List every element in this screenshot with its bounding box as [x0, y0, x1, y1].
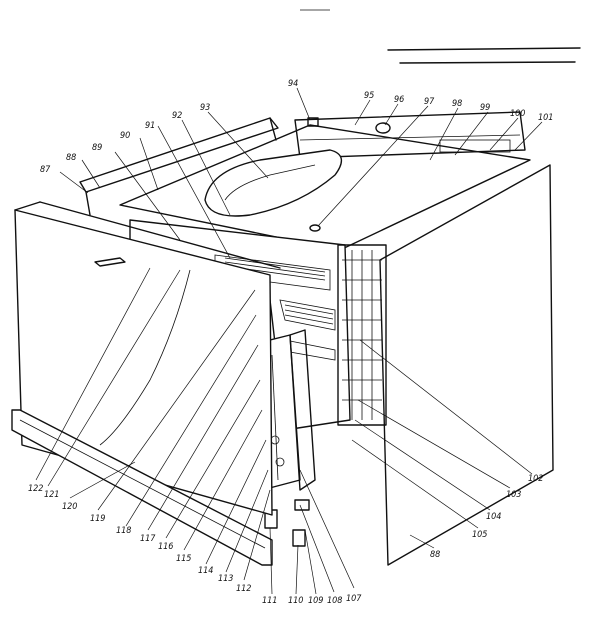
- callout-89: 89: [92, 143, 102, 153]
- callout-102: 102: [528, 474, 543, 484]
- callout-97: 97: [424, 97, 435, 107]
- leader-lines: [35, 87, 543, 595]
- insulation-hatching: [342, 250, 382, 420]
- hinge-94: [307, 117, 319, 127]
- callout-108: 108: [327, 596, 342, 606]
- callout-120: 120: [62, 502, 77, 512]
- switch-109: [292, 529, 306, 547]
- oven-door: [14, 201, 281, 516]
- callout-96: 96: [394, 95, 404, 105]
- door-handle: [94, 257, 126, 267]
- callout-115: 115: [176, 554, 191, 564]
- callout-94: 94: [288, 79, 298, 89]
- clip-107: [294, 499, 310, 511]
- callout-110: 110: [288, 596, 303, 606]
- callout-118: 118: [116, 526, 131, 536]
- callout-112: 112: [236, 584, 251, 594]
- callout-91: 91: [145, 121, 155, 131]
- callout-103: 103: [506, 490, 521, 500]
- right-side-panel: [379, 164, 554, 566]
- callout-101: 101: [538, 113, 553, 123]
- callout-100: 100: [510, 109, 525, 119]
- callout-121: 121: [44, 490, 59, 500]
- callout-labels: 87 88 89 90 91 92 93 94 95 96 97 98 99 1…: [28, 79, 553, 606]
- callout-111: 111: [262, 596, 277, 606]
- callout-107: 107: [346, 594, 362, 604]
- callout-99: 99: [480, 103, 490, 113]
- left-rail: [79, 117, 279, 216]
- callout-87: 87: [40, 165, 51, 175]
- header-rules: [300, 9, 581, 64]
- callout-113: 113: [218, 574, 233, 584]
- callout-114: 114: [198, 566, 213, 576]
- cabinet-top: [119, 111, 531, 251]
- fastener-98: [309, 224, 321, 232]
- callout-92: 92: [172, 111, 182, 121]
- callout-93: 93: [200, 103, 210, 113]
- callout-88-top: 88: [66, 153, 76, 163]
- callout-105: 105: [472, 530, 487, 540]
- callout-88-side: 88: [430, 550, 440, 560]
- callout-98: 98: [452, 99, 462, 109]
- callout-95: 95: [364, 91, 374, 101]
- callout-116: 116: [158, 542, 173, 552]
- callout-104: 104: [486, 512, 501, 522]
- bracket-96: [375, 122, 391, 134]
- callout-90: 90: [120, 131, 130, 141]
- callout-119: 119: [90, 514, 105, 524]
- callout-122: 122: [28, 484, 43, 494]
- callout-117: 117: [140, 534, 156, 544]
- callout-109: 109: [308, 596, 323, 606]
- top-cutout: [204, 149, 343, 217]
